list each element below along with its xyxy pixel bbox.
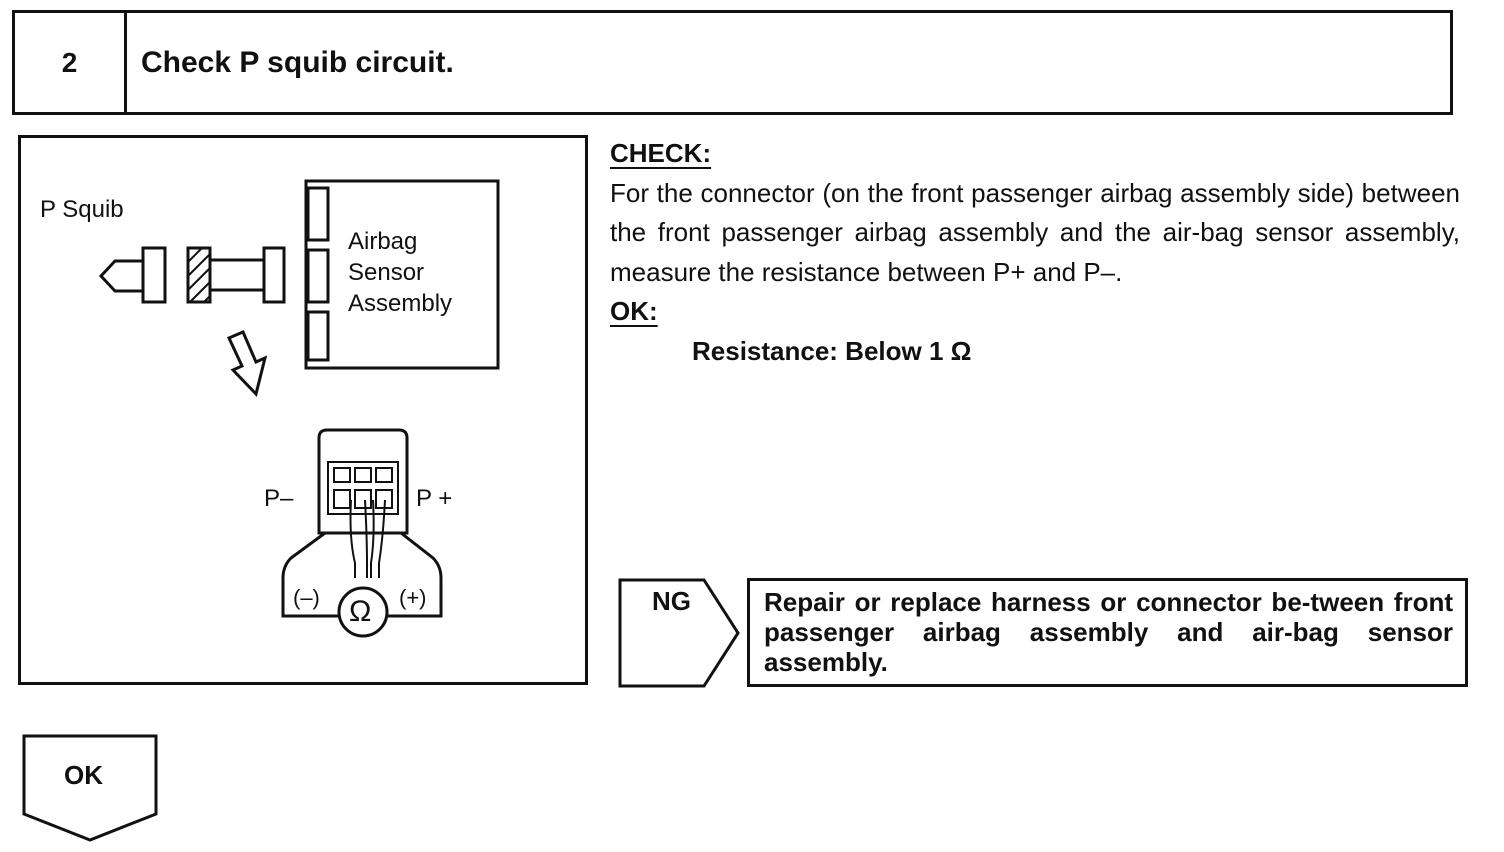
meter-plus-label: (+) [399,585,427,610]
step-header: 2 Check P squib circuit. [12,10,1453,115]
check-heading: CHECK: [610,138,712,168]
instructions: CHECK: For the connector (on the front p… [610,134,1460,371]
ng-action: Repair or replace harness or connector b… [747,578,1468,687]
step-title: Check P squib circuit. [141,45,454,79]
ohm-symbol: Ω [349,595,372,628]
squib-plug-body [141,246,167,304]
p-squib-label: P Squib [40,196,124,223]
assembly-label-line1: Airbag [348,228,418,255]
ng-label: NG [652,586,691,616]
step-number: 2 [15,13,127,112]
check-text: For the connector (on the front passenge… [610,177,1460,287]
ohm-dial [337,586,389,638]
ohmmeter [281,531,443,618]
p-plus-label: P + [416,485,453,512]
airbag-sensor-assembly [304,179,500,370]
harness-connector-sensor-end [262,246,286,304]
squib-plug-tip [98,259,145,293]
ok-spec: Resistance: Below 1 Ω [692,335,972,366]
meter-minus-label: (–) [293,585,320,610]
assembly-label-line3: Assembly [348,290,453,317]
connector-diagram: P Squib Airbag Sensor Assembly P– P + (–… [18,135,588,685]
p-minus-label: P– [264,485,294,512]
ok-arrow [22,734,158,842]
ng-arrow [618,578,740,688]
assembly-label-line2: Sensor [348,259,425,286]
ok-label: OK [64,760,103,790]
connector-diagram-drawing [98,179,500,638]
view-arrow [226,330,268,397]
ok-heading: OK: [610,296,658,326]
